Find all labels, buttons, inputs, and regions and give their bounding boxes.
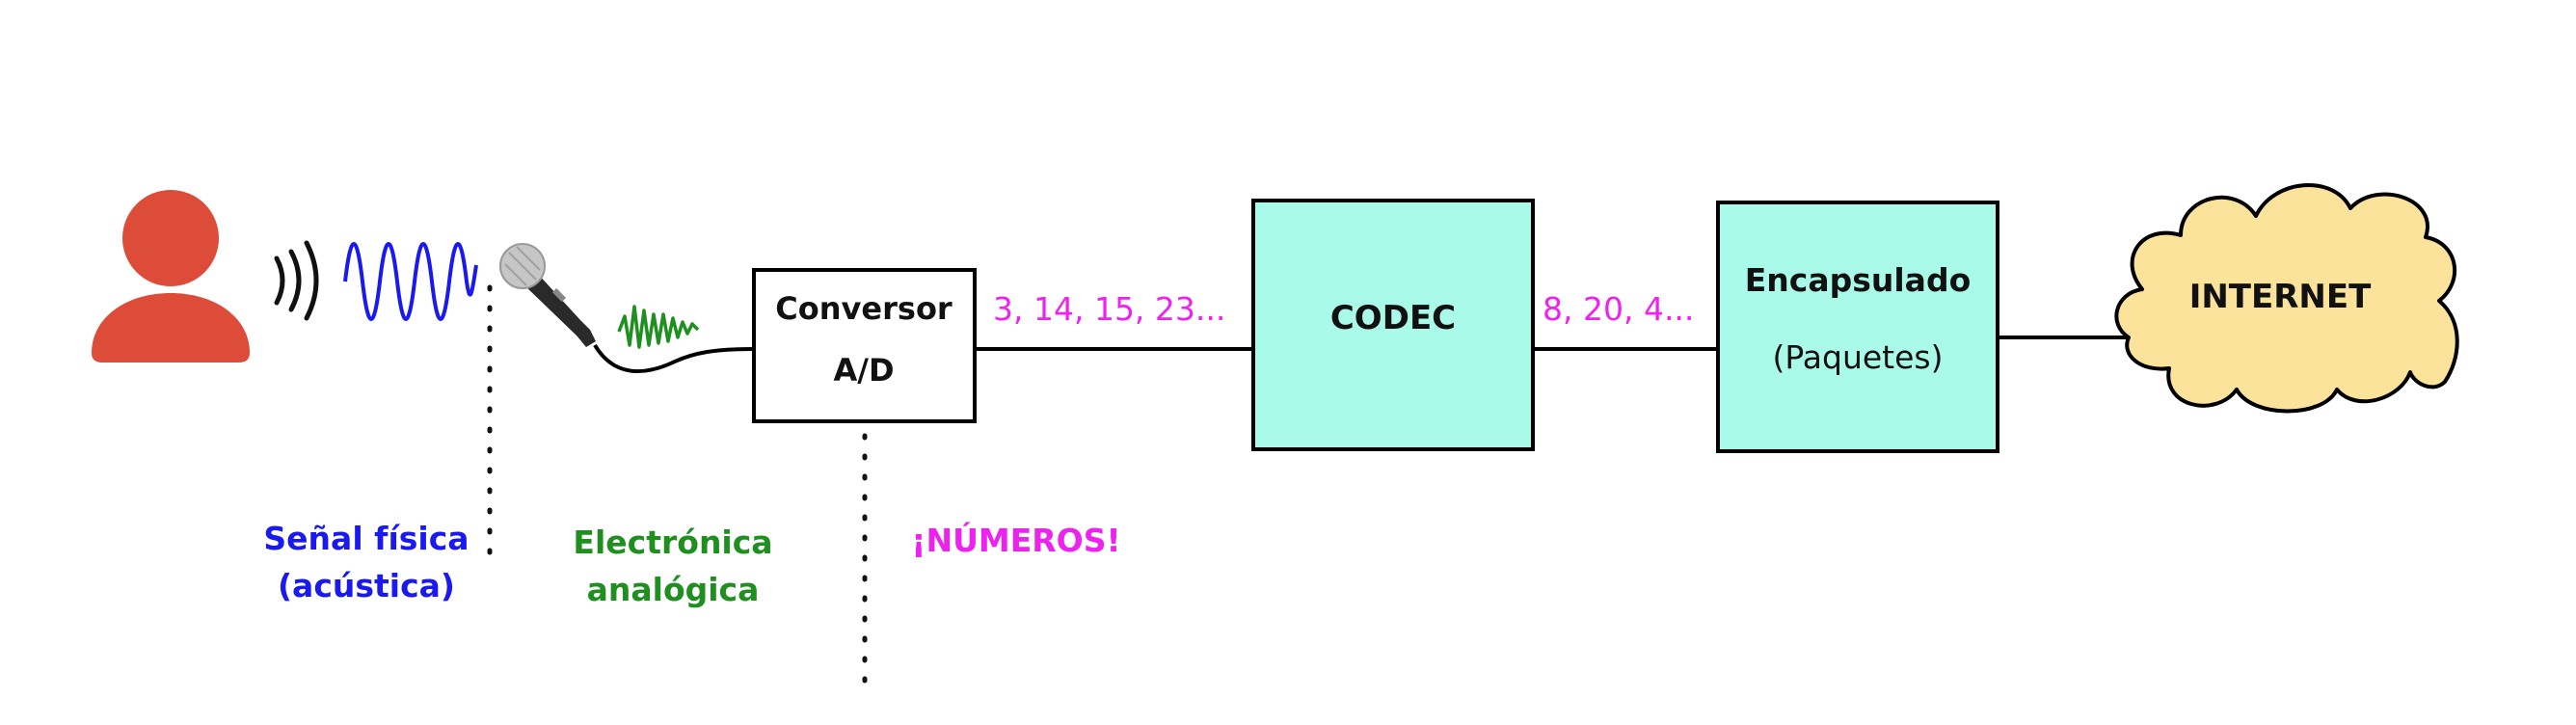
sound-waves-icon — [274, 240, 319, 321]
codec-output-stream-label: 8, 20, 4... — [1543, 290, 1694, 328]
analog-waveform — [617, 305, 700, 349]
analog-electronics-label-line1: Electrónica — [573, 524, 772, 561]
converter-block — [752, 268, 977, 423]
acoustic-signal-label-line2: (acústica) — [278, 567, 455, 604]
analog-electronics-label-line2: analógica — [587, 571, 760, 608]
encapsulation-block — [1716, 201, 1999, 453]
acoustic-signal-label-line1: Señal física — [263, 520, 469, 557]
encapsulation-label-line1: Encapsulado — [1745, 261, 1972, 299]
codec-block — [1251, 199, 1535, 451]
encapsulation-label-line2: (Paquetes) — [1773, 338, 1944, 376]
cloud-icon — [2114, 183, 2459, 414]
internet-label: INTERNET — [2189, 278, 2372, 316]
samples-stream-label: 3, 14, 15, 23... — [993, 290, 1225, 328]
codec-label: CODEC — [1330, 299, 1456, 337]
converter-label-line2: A/D — [833, 352, 894, 389]
person-icon — [92, 190, 250, 362]
microphone-cable — [593, 343, 755, 373]
microphone-icon — [499, 243, 596, 347]
numbers-label: ¡NÚMEROS! — [911, 521, 1120, 559]
converter-label-line1: Conversor — [775, 290, 953, 327]
acoustic-waveform — [343, 242, 478, 321]
